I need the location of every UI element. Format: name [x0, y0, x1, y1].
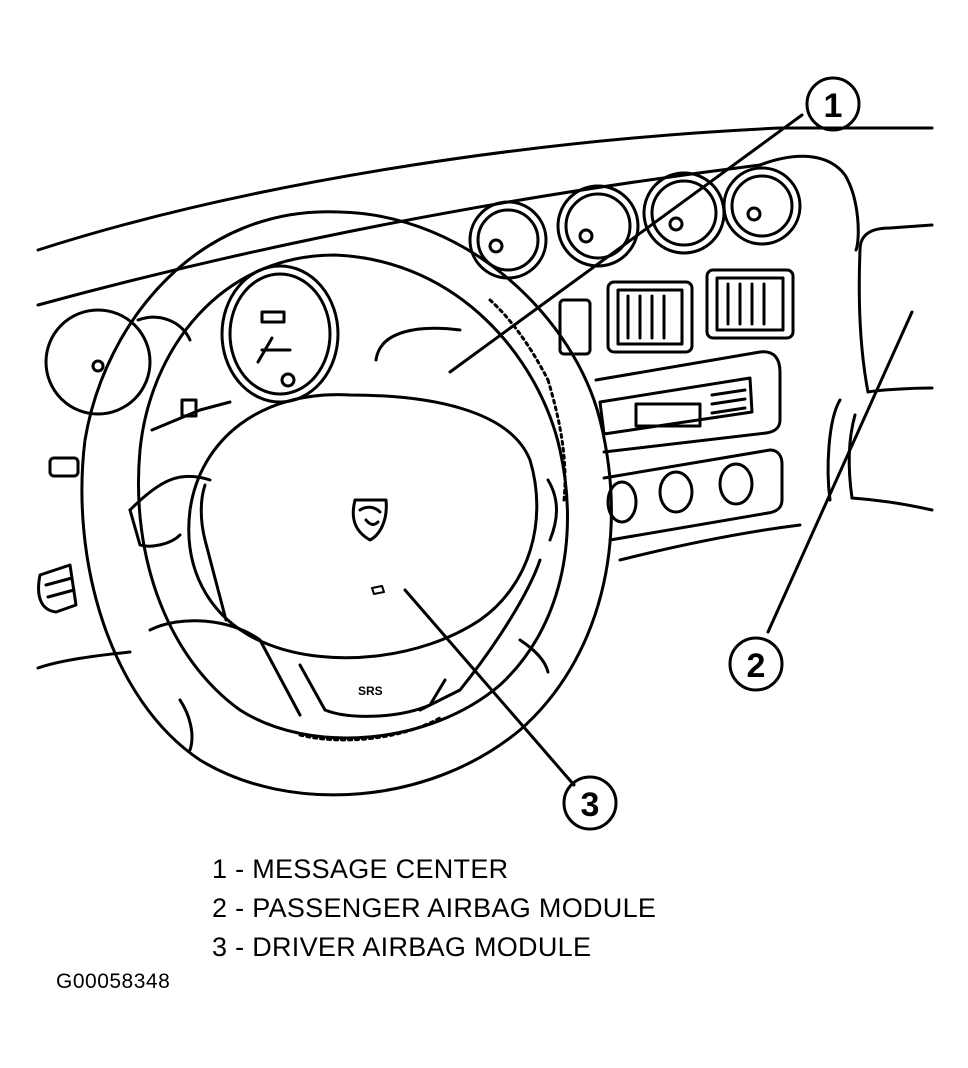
steering-wheel — [80, 210, 613, 797]
legend-item-passenger-airbag: 2 - PASSENGER AIRBAG MODULE — [212, 893, 657, 923]
figure-id: G00058348 — [56, 970, 171, 993]
callout-3-number: 3 — [581, 786, 600, 824]
legend-item-message-center: 1 - MESSAGE CENTER — [212, 854, 509, 884]
leader-line-3 — [403, 588, 576, 787]
legend-item-driver-airbag: 3 - DRIVER AIRBAG MODULE — [212, 932, 592, 962]
callout-3: 3 — [562, 775, 618, 831]
instrument-cluster — [44, 264, 462, 432]
steering-column — [37, 456, 80, 614]
gauge-cluster-right — [468, 166, 802, 280]
leader-line-1 — [448, 113, 804, 374]
driver-airbag-pad — [187, 393, 539, 718]
center-console — [594, 350, 784, 542]
callout-1: 1 — [805, 76, 861, 132]
callout-2: 2 — [728, 636, 784, 692]
leader-line-2 — [766, 310, 914, 634]
leader-lines — [403, 113, 914, 787]
srs-logo-text: SRS — [358, 684, 383, 698]
steering-wheel-spokes — [128, 474, 558, 717]
air-vents — [558, 268, 795, 356]
dashboard-outline — [36, 126, 934, 670]
callout-1-number: 1 — [824, 87, 843, 125]
legend: 1 - MESSAGE CENTER 2 - PASSENGER AIRBAG … — [212, 850, 656, 967]
callout-2-number: 2 — [747, 647, 766, 685]
